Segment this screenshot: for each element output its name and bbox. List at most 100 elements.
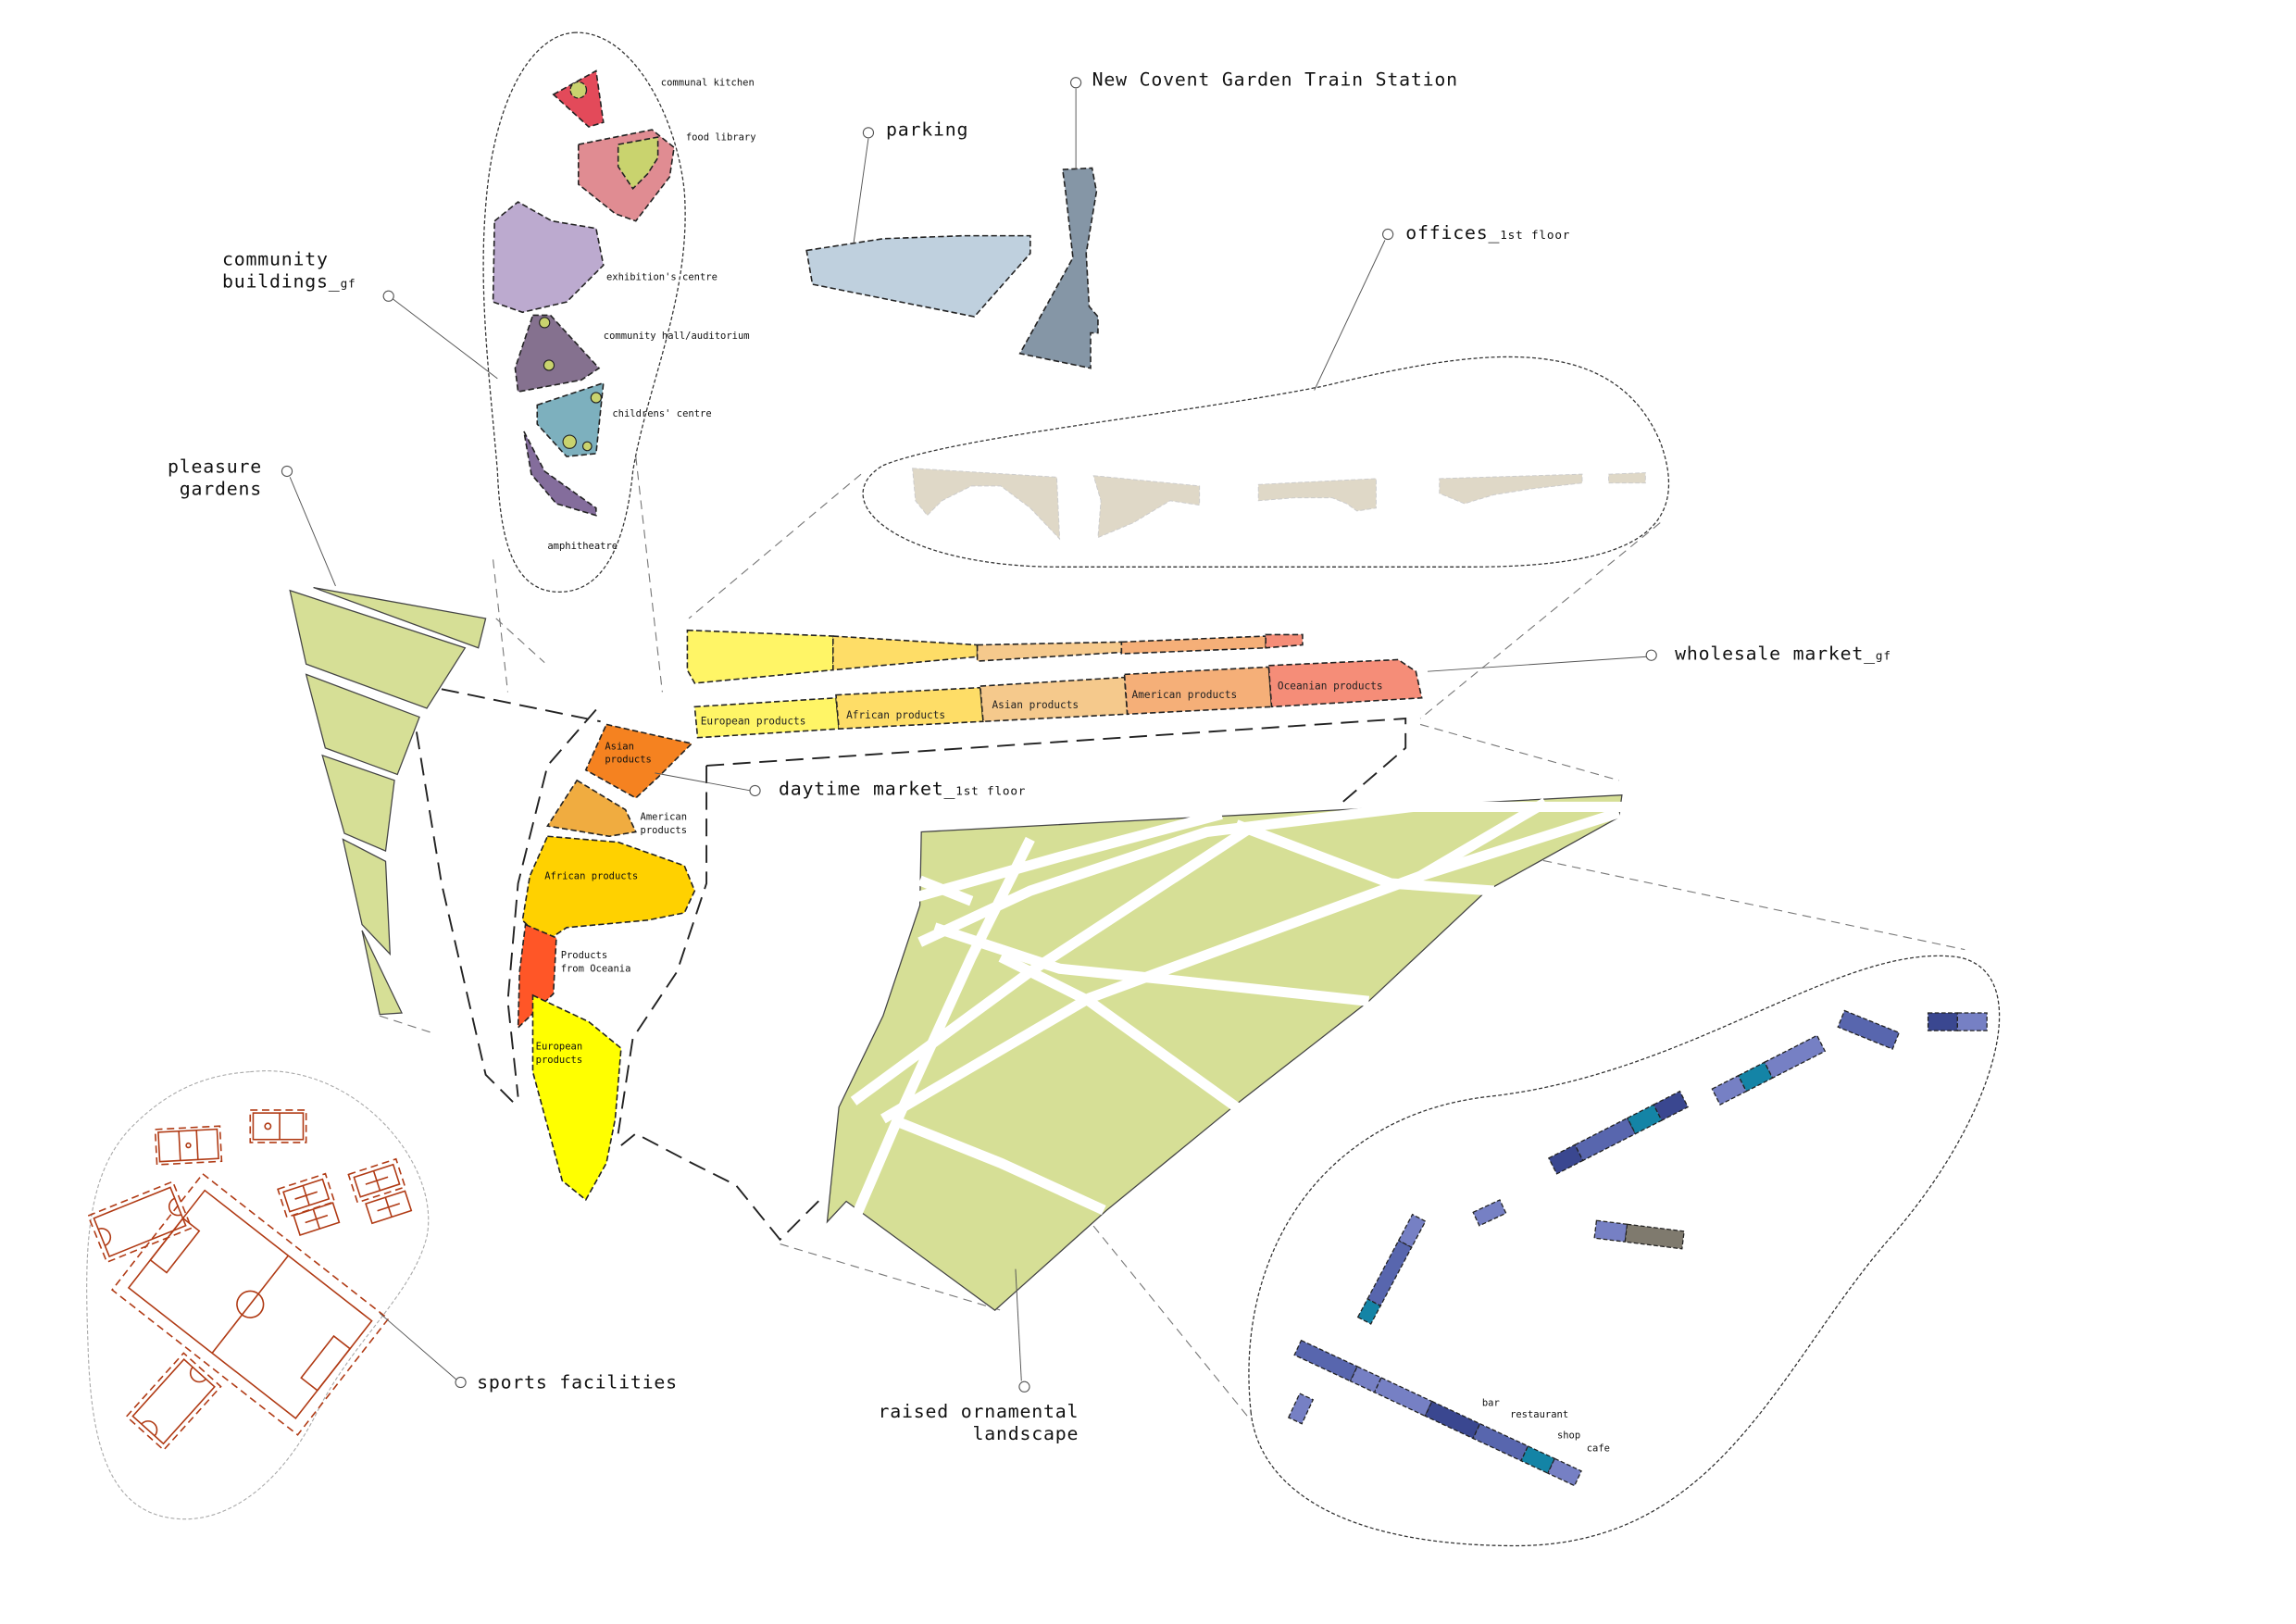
daytime-section-african[interactable]: [521, 835, 696, 943]
landscape-area[interactable]: [826, 794, 1623, 1311]
gardens-leader-line: [289, 477, 336, 587]
childrens-centre-building[interactable]: [536, 381, 605, 457]
food-library-label: food library: [686, 131, 756, 143]
stall-row[interactable]: [1547, 1090, 1690, 1175]
office-block[interactable]: [1439, 473, 1583, 505]
exhibition-centre-building[interactable]: [492, 201, 605, 314]
community-hall-label: community hall/auditorium: [604, 331, 750, 342]
wholesale-connector: [1419, 723, 1619, 781]
daytime-leader-line: [655, 772, 751, 792]
stall-type-label: cafe: [1587, 1443, 1610, 1455]
food-library-building[interactable]: [577, 129, 675, 222]
garden-plot[interactable]: [305, 673, 420, 776]
wholesale-leader-line: [1428, 656, 1647, 672]
wholesale-section[interactable]: [1120, 635, 1267, 655]
wholesale-section[interactable]: [832, 635, 979, 671]
tennis-court[interactable]: [365, 1190, 413, 1225]
path: [1417, 797, 1549, 881]
daytime-market-group: Asian products American products African…: [517, 723, 1025, 1202]
wholesale-pin-icon: [1645, 649, 1657, 661]
stall-row[interactable]: [1593, 1219, 1685, 1250]
community-pin-icon: [382, 290, 394, 302]
wholesale-section-african[interactable]: [835, 686, 984, 731]
gardens-connector: [379, 1015, 435, 1034]
parking-leader-line: [853, 138, 869, 244]
landscape-pin-icon: [1018, 1380, 1030, 1393]
garden-plot[interactable]: [342, 838, 391, 956]
pleasure-gardens-label: pleasure: [168, 456, 262, 478]
landscape-connector: [780, 1243, 1002, 1311]
stall-row[interactable]: [1293, 1339, 1582, 1487]
parking-group: parking: [805, 119, 1031, 318]
daytime-section-american[interactable]: [546, 779, 637, 838]
path: [998, 952, 1240, 1112]
wholesale-section[interactable]: [1265, 633, 1304, 649]
garden-plot[interactable]: [313, 586, 487, 649]
stall-row[interactable]: [1927, 1012, 1988, 1031]
offices-connector: [688, 473, 862, 619]
train-station-building[interactable]: [1018, 167, 1099, 369]
sports-court[interactable]: [87, 1181, 193, 1264]
stalls-bubble: [1248, 955, 2001, 1547]
raised-landscape-group: raised ornamental landscape: [826, 794, 1623, 1444]
community-hall-building[interactable]: [514, 314, 601, 394]
stall-row[interactable]: [1837, 1009, 1901, 1050]
pleasure-gardens-label: gardens: [180, 478, 262, 499]
daytime-section-asian[interactable]: [584, 723, 693, 799]
childrens-centre-label: childrens' centre: [612, 408, 711, 419]
gardens-pin-icon: [281, 465, 293, 478]
amphitheatre-building[interactable]: [523, 431, 597, 517]
stall-type-label: bar: [1482, 1397, 1500, 1408]
parking-area[interactable]: [805, 234, 1031, 318]
garden-plot[interactable]: [321, 754, 395, 853]
offices-bubble: [862, 356, 1670, 568]
tennis-court[interactable]: [347, 1157, 406, 1204]
stall-row[interactable]: [1356, 1213, 1427, 1325]
market-stalls-group: bar restaurant shop cafe: [1248, 955, 2001, 1547]
office-block[interactable]: [912, 468, 1061, 541]
wholesale-label: European products: [701, 715, 806, 727]
tennis-court[interactable]: [277, 1172, 336, 1218]
tennis-court[interactable]: [293, 1202, 341, 1237]
wholesale-section[interactable]: [686, 629, 834, 684]
outline: [506, 708, 597, 1097]
office-block[interactable]: [1092, 475, 1201, 539]
landscape-paths: [848, 797, 1622, 1224]
office-blocks: [912, 468, 1646, 541]
communal-kitchen-building[interactable]: [552, 69, 605, 128]
wholesale-section-american[interactable]: [1123, 666, 1273, 716]
station-label: New Covent Garden Train Station: [1092, 69, 1458, 90]
office-block[interactable]: [1257, 478, 1377, 512]
outline: [617, 765, 708, 1134]
wholesale-label: African products: [846, 709, 945, 721]
sports-court[interactable]: [154, 1125, 223, 1166]
wholesale-section[interactable]: [976, 641, 1123, 662]
landscape-leader-line: [1015, 1268, 1022, 1381]
communal-kitchen-label: communal kitchen: [661, 77, 755, 88]
wholesale-lower-row: European products African products Asian…: [693, 658, 1423, 739]
garden-plot[interactable]: [289, 589, 467, 709]
daytime-section-european[interactable]: [531, 993, 622, 1202]
stall-row[interactable]: [1472, 1199, 1507, 1227]
wholesale-market-group: European products African products Asian…: [686, 629, 1890, 739]
community-buildings-title: community: [222, 248, 329, 269]
daytime-label: products: [536, 1055, 582, 1066]
daytime-label: Products: [561, 950, 607, 961]
community-leader-line: [393, 298, 498, 380]
stall-row[interactable]: [1711, 1034, 1827, 1106]
sports-court[interactable]: [249, 1109, 307, 1143]
stall-row[interactable]: [1287, 1393, 1315, 1425]
football-pitch[interactable]: [110, 1172, 390, 1436]
office-block[interactable]: [1608, 472, 1646, 484]
path: [911, 809, 1223, 904]
community-buildings-title: buildings_gf: [222, 270, 356, 292]
station-group: New Covent Garden Train Station: [1018, 69, 1458, 369]
offices-pin-icon: [1382, 228, 1394, 241]
path: [1234, 819, 1494, 896]
garden-plot[interactable]: [361, 930, 403, 1016]
daytime-section-oceania[interactable]: [517, 923, 557, 1030]
wholesale-section-oceanian[interactable]: [1267, 658, 1423, 708]
sports-court[interactable]: [125, 1352, 222, 1452]
daytime-label: American: [641, 812, 688, 823]
